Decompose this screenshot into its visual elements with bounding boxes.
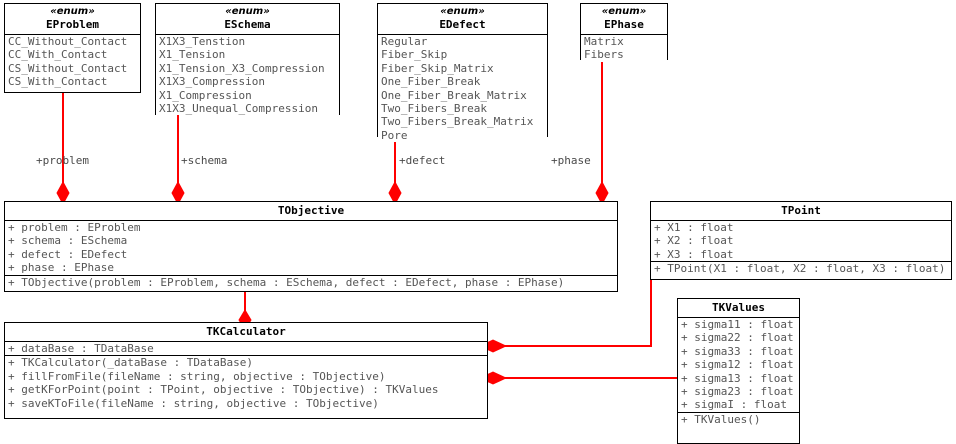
edge-label-defect: +defect	[399, 154, 446, 167]
attribute-row: X1X3_Compression	[159, 75, 265, 89]
connector-kvalues-horizontal	[498, 377, 679, 379]
composition-diamond-schema	[171, 182, 185, 204]
connector-defect-line	[394, 136, 396, 191]
class-name-tkcalculator: TKCalculator	[206, 325, 286, 338]
class-box-tobjective[interactable]: TObjective + problem : EProblem + schema…	[4, 201, 618, 292]
connector-point-vertical	[650, 280, 652, 347]
edge-label-schema: +schema	[181, 154, 228, 167]
attribute-row: CS_With_Contact	[8, 75, 108, 89]
class-attributes-tkvalues: + sigma11 : float + sigma22 : float + si…	[678, 318, 799, 412]
class-header-edefect: «enum» EDefect	[378, 4, 547, 35]
class-attributes-edefect: Regular Fiber_Skip Fiber_Skip_Matrix One…	[378, 35, 547, 143]
attribute-row: Matrix	[584, 35, 624, 48]
attribute-row: One_Fiber_Break	[381, 75, 481, 89]
attribute-row: + sigma33 : float	[681, 344, 794, 358]
operation-row: + fillFromFile(fileName : string, object…	[8, 369, 386, 383]
attribute-row: Regular	[381, 35, 428, 48]
attribute-row: One_Fiber_Break_Matrix	[381, 88, 527, 102]
class-header-eproblem: «enum» EProblem	[5, 4, 140, 35]
attribute-row: + X3 : float	[654, 247, 734, 261]
class-name-tpoint: TPoint	[781, 204, 821, 217]
attribute-row: + sigmaI : float	[681, 398, 787, 412]
class-attributes-tobjective: + problem : EProblem + schema : ESchema …	[5, 221, 617, 275]
class-stereotype-eschema: «enum»	[225, 6, 270, 17]
attribute-row: + defect : EDefect	[8, 247, 128, 261]
attribute-row: + sigma23 : float	[681, 385, 794, 399]
connector-point-horizontal	[498, 345, 652, 347]
operation-row: + TPoint(X1 : float, X2 : float, X3 : fl…	[654, 262, 946, 276]
attribute-row: + X1 : float	[654, 221, 734, 234]
composition-diamond-problem	[56, 182, 70, 204]
operation-row: + saveKToFile(fileName : string, objecti…	[8, 396, 379, 410]
class-attributes-tkcalculator: + dataBase : TDataBase	[5, 342, 487, 356]
class-header-tkcalculator: TKCalculator	[5, 323, 487, 342]
class-name-tobjective: TObjective	[277, 204, 345, 217]
class-header-eschema: «enum» ESchema	[156, 4, 339, 35]
operation-row: + getKForPoint(point : TPoint, objective…	[8, 383, 439, 397]
class-stereotype-ephase: «enum»	[601, 6, 647, 17]
class-name-tkvalues: TKValues	[712, 301, 765, 314]
attribute-row: + sigma12 : float	[681, 358, 794, 372]
attribute-row: X1X3_Tenstion	[159, 35, 246, 48]
attribute-row: + X2 : float	[654, 234, 734, 248]
edge-label-phase: +phase	[551, 154, 591, 167]
class-stereotype-edefect: «enum»	[440, 6, 485, 17]
class-operations-tobjective: + TObjective(problem : EProblem, schema …	[5, 274, 617, 290]
class-box-eschema[interactable]: «enum» ESchema X1X3_Tenstion X1_Tension …	[155, 3, 340, 116]
operation-row: + TKCalculator(_dataBase : TDataBase)	[8, 356, 254, 370]
operation-row: + TObjective(problem : EProblem, schema …	[8, 275, 565, 289]
edge-label-problem: +problem	[36, 154, 89, 167]
class-attributes-eschema: X1X3_Tenstion X1_Tension X1_Tension_X3_C…	[156, 35, 339, 116]
attribute-row: + sigma13 : float	[681, 371, 794, 385]
attribute-row: X1_Compression	[159, 88, 252, 102]
class-name-edefect: EDefect	[439, 18, 486, 31]
attribute-row: + sigma22 : float	[681, 331, 794, 345]
connector-phase-line	[601, 60, 603, 191]
attribute-row: + dataBase : TDataBase	[8, 342, 154, 355]
class-box-edefect[interactable]: «enum» EDefect Regular Fiber_Skip Fiber_…	[377, 3, 548, 143]
attribute-row: CS_Without_Contact	[8, 61, 128, 75]
class-name-ephase: EPhase	[604, 18, 644, 31]
attribute-row: X1_Tension_X3_Compression	[159, 61, 325, 75]
attribute-row: + phase : EPhase	[8, 261, 114, 275]
attribute-row: Pore	[381, 128, 408, 142]
class-attributes-eproblem: CC_Without_Contact CC_With_Contact CS_Wi…	[5, 35, 140, 89]
class-box-tpoint[interactable]: TPoint + X1 : float + X2 : float + X3 : …	[650, 201, 952, 280]
class-header-tkvalues: TKValues	[678, 299, 799, 318]
class-attributes-tpoint: + X1 : float + X2 : float + X3 : float	[651, 221, 951, 262]
attribute-row: + problem : EProblem	[8, 221, 141, 234]
attribute-row: Two_Fibers_Break_Matrix	[381, 115, 534, 129]
attribute-row: Two_Fibers_Break	[381, 102, 487, 116]
attribute-row: + sigma11 : float	[681, 318, 794, 331]
class-box-eproblem[interactable]: «enum» EProblem CC_Without_Contact CC_Wi…	[4, 3, 141, 93]
attribute-row: CC_With_Contact	[8, 48, 108, 62]
class-header-tpoint: TPoint	[651, 202, 951, 221]
operation-row: + TKValues()	[681, 412, 761, 426]
connector-objective-line	[244, 292, 246, 316]
attribute-row: Fiber_Skip	[381, 48, 448, 62]
attribute-row: CC_Without_Contact	[8, 35, 128, 48]
class-name-eproblem: EProblem	[46, 18, 99, 31]
attribute-row: X1_Tension	[159, 48, 226, 62]
connector-schema-line	[177, 115, 179, 191]
class-stereotype-eproblem: «enum»	[50, 6, 95, 17]
class-box-tkvalues[interactable]: TKValues + sigma11 : float + sigma22 : f…	[677, 298, 800, 444]
attribute-row: + schema : ESchema	[8, 234, 128, 248]
class-header-tobjective: TObjective	[5, 202, 617, 221]
class-operations-tpoint: + TPoint(X1 : float, X2 : float, X3 : fl…	[651, 261, 951, 276]
class-operations-tkvalues: + TKValues()	[678, 411, 799, 427]
class-name-eschema: ESchema	[224, 18, 271, 31]
class-header-ephase: «enum» EPhase	[581, 4, 667, 35]
class-operations-tkcalculator: + TKCalculator(_dataBase : TDataBase) + …	[5, 355, 487, 411]
class-attributes-ephase: Matrix Fibers	[581, 35, 667, 62]
attribute-row: X1X3_Unequal_Compression	[159, 102, 318, 116]
composition-diamond-phase	[595, 182, 609, 204]
connector-problem-line	[62, 93, 64, 191]
attribute-row: Fibers	[584, 48, 624, 62]
class-box-ephase[interactable]: «enum» EPhase Matrix Fibers	[580, 3, 668, 62]
class-box-tkcalculator[interactable]: TKCalculator + dataBase : TDataBase + TK…	[4, 322, 488, 419]
composition-diamond-defect	[388, 182, 402, 204]
attribute-row: Fiber_Skip_Matrix	[381, 61, 494, 75]
